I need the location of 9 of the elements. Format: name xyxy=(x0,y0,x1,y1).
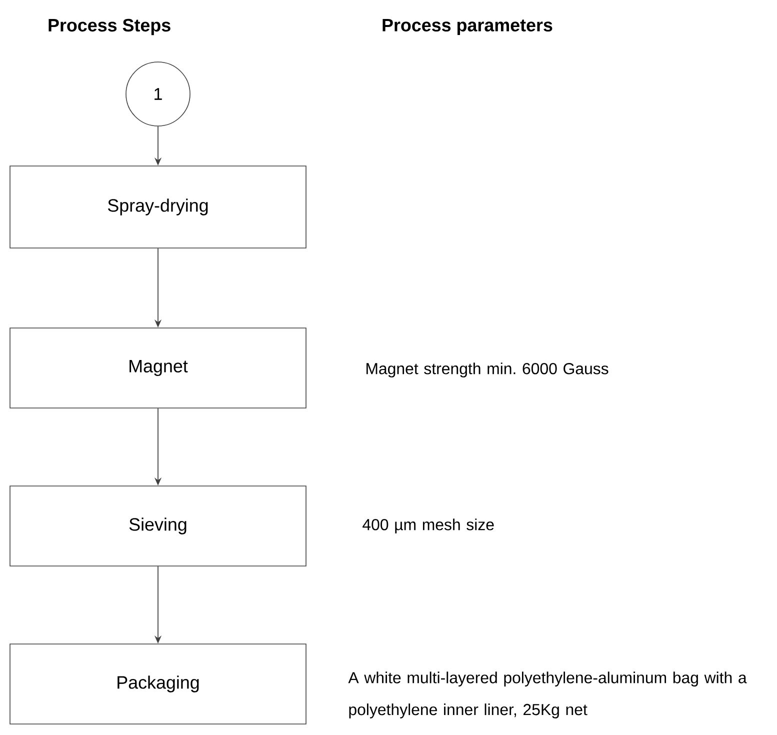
column-heading: Process Steps xyxy=(48,18,170,36)
parameter-text: Magnet strength min. 6000 Gauss xyxy=(366,362,608,378)
parameter-text: 400 µm mesh size xyxy=(362,518,494,534)
process-box: Magnet xyxy=(10,328,306,408)
column-heading: Process parameters xyxy=(382,18,552,36)
parameter-text: A white multi-layered polyethylene-aluminum bag with a polyethylene inner liner, 25Kg net xyxy=(348,672,747,718)
process-box: Spray-drying xyxy=(10,166,306,248)
process-box: Packaging xyxy=(10,644,306,724)
process-box: Sieving xyxy=(10,486,306,566)
